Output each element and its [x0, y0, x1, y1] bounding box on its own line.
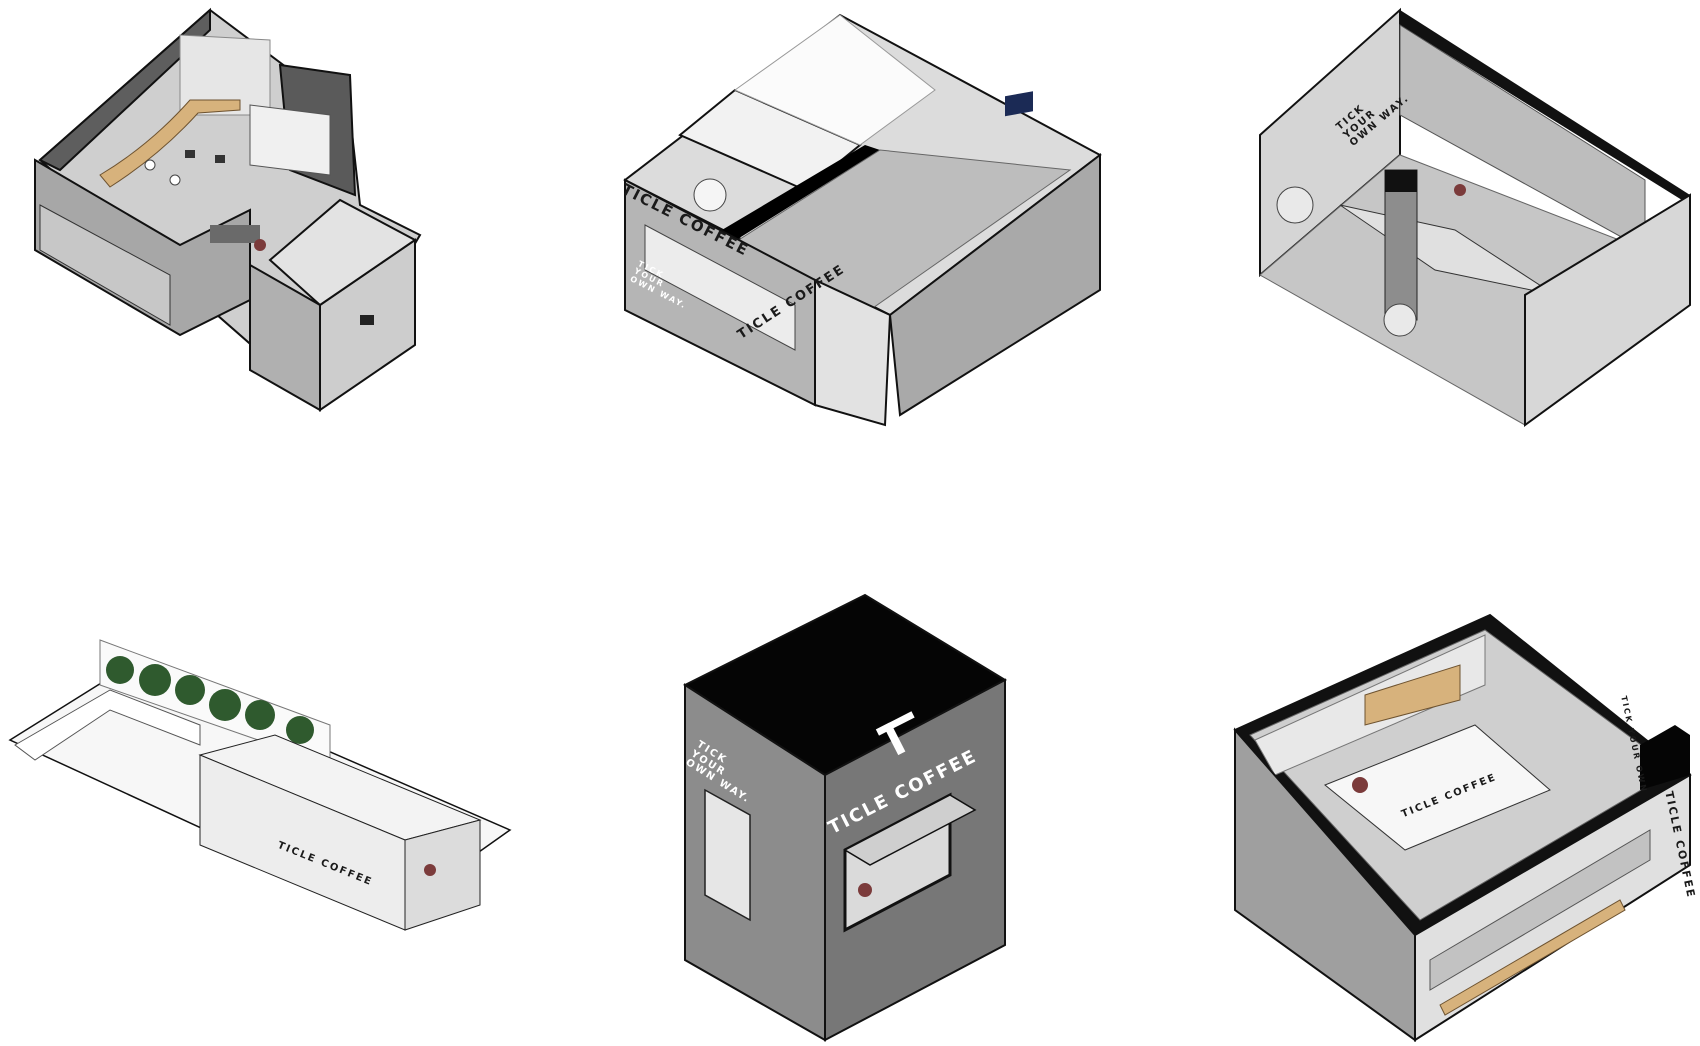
panel-bar-drawing [1259, 7, 1691, 427]
side-window [704, 788, 751, 922]
front-wall-right [814, 278, 892, 427]
back-wall-right [1400, 10, 1690, 205]
tower-block [1640, 725, 1690, 790]
bench-l [14, 689, 201, 761]
panel-closed-kiosk-drawing [682, 593, 1008, 1042]
panel-storefront-drawing [623, 13, 1102, 427]
wooden-menu-boards [1364, 664, 1461, 726]
storefront-glass [39, 204, 171, 326]
panel-closed-kiosk: TICLE COFFEE TICK YOUR OWN WAY. [670, 590, 1020, 1042]
back-room-top-2 [733, 14, 936, 146]
wood-bench [1439, 899, 1626, 1016]
counter [1324, 724, 1551, 851]
storefront-opening [1429, 829, 1651, 991]
planters [106, 656, 314, 744]
back-wall [38, 7, 211, 172]
panel-counter-cutaway: TICLE COFFEE TICLE COFFEE TICK YOUR OWN [1230, 610, 1698, 1042]
panel-lounge-drawing [34, 7, 422, 412]
glass-room [249, 104, 331, 176]
kiosk-side [404, 819, 481, 931]
side-wall [1524, 193, 1691, 427]
panel-kiosk-garden: TICLE COFFEE [8, 610, 512, 1030]
awning [843, 794, 977, 866]
front-window [644, 224, 796, 351]
annex-floor [268, 198, 417, 307]
panel-lounge-cutaway [30, 5, 470, 425]
panel-kiosk-garden-drawing [8, 639, 512, 931]
black-beam [705, 145, 880, 250]
panel-counter-drawing [1233, 613, 1692, 1042]
panel-storefront-cutaway: TICLE COFFEE TICLE COFFEE TICK YOUR OWN … [615, 5, 1115, 427]
panel-bar-cutaway: TICK YOUR OWN WAY. [1255, 5, 1695, 427]
wooden-bench [99, 99, 241, 188]
side-wall [888, 152, 1101, 417]
logo-t-mark [875, 711, 915, 756]
